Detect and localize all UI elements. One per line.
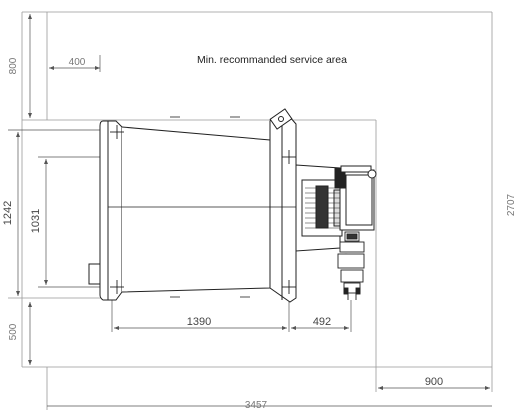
dim-2707-label: 2707 (506, 193, 517, 216)
dimension-arrows (16, 14, 490, 390)
service-area-boundary (8, 11, 493, 410)
dim-492-label: 492 (313, 316, 331, 328)
dimension-lines (8, 14, 492, 407)
lifting-point-marks (110, 125, 296, 294)
service-area-label: Min. recommanded service area (197, 54, 347, 66)
dim-1031-label: 1031 (30, 209, 42, 233)
top-nozzle (269, 108, 293, 130)
dim-900-label: 900 (425, 376, 443, 388)
dim-1390-label: 1390 (187, 316, 211, 328)
dim-400-label: 400 (69, 57, 86, 68)
dim-500-label: 500 (8, 323, 19, 340)
dim-800-label: 800 (8, 57, 19, 74)
burner (295, 164, 377, 252)
gas-train (337, 231, 365, 300)
dim-3457-label: 3457 (245, 400, 268, 410)
dim-1242-label: 1242 (2, 201, 14, 225)
boiler-body (88, 115, 302, 303)
